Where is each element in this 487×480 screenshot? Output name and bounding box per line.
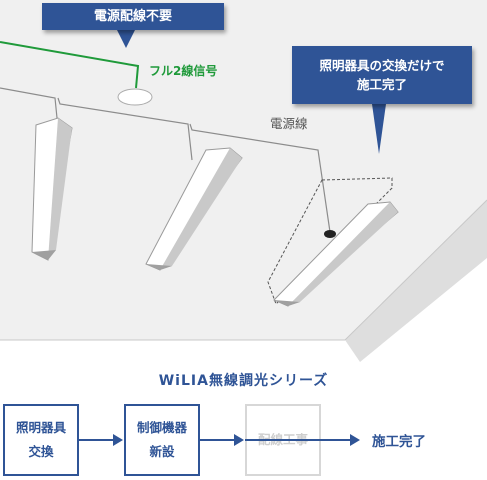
step-label: 新設 [149,444,175,459]
ceiling-junction-box [117,88,153,106]
construction-complete-label: 施工完了 [372,434,426,450]
flow-arrow [79,434,123,446]
flow-arrow [245,434,360,446]
step-label: 照明器具 [15,420,66,435]
callout-tail [372,104,386,154]
signal-label: フル2線信号 [149,64,218,78]
callout-tail [117,30,135,48]
signal-wire [0,41,140,89]
step-install-controller: 制御機器 新設 [124,404,200,476]
ceiling-connector [324,230,336,238]
light-fixture [31,117,73,261]
replace-only-callout: 照明器具の交換だけで 施工完了 [292,46,472,104]
step-label: 制御機器 [136,420,187,435]
step-label: 交換 [28,444,54,459]
power-wire [57,97,193,161]
flow-arrow [200,434,244,446]
power-line-label: 電源線 [270,116,308,131]
power-wire [189,123,331,233]
light-fixture [273,201,399,307]
series-title: WiLIA無線調光シリーズ [158,373,329,389]
light-fixture [145,147,243,271]
no-power-wiring-callout: 電源配線不要 [42,3,224,30]
step-replace-fixture: 照明器具 交換 [3,404,79,476]
ceiling-edge [344,199,487,341]
ceiling-beam [345,200,487,362]
